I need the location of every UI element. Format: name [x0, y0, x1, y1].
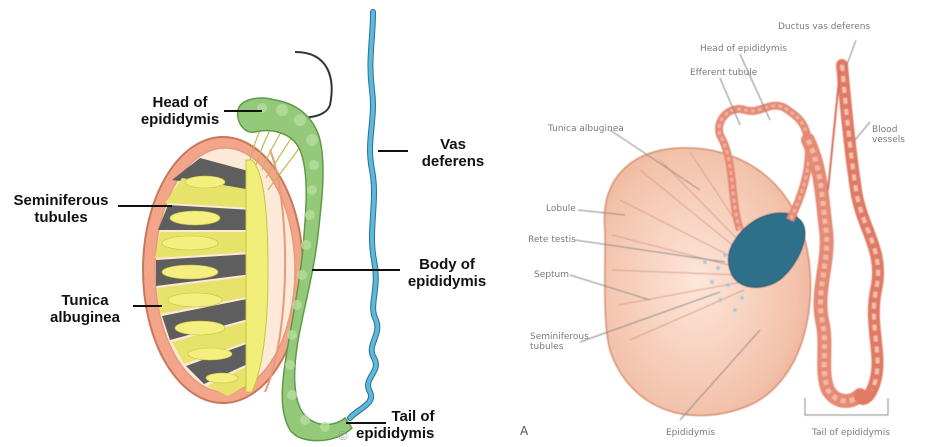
label-right-tunica: Tunica albuginea: [548, 124, 624, 134]
label-tail-of-line1: Tail of: [376, 408, 450, 425]
label-right-seminiferous: Seminiferous tubules: [530, 332, 589, 352]
label-tunica-albuginea: Tunica albuginea: [34, 292, 136, 326]
left-diagram: [118, 12, 408, 441]
panel-letter: A: [520, 424, 528, 438]
right-ductus-shape: [842, 65, 878, 399]
label-rete-testis: Rete testis: [528, 235, 576, 245]
label-epididymis: Epididymis: [666, 428, 715, 438]
label-seminiferous-tubules: Seminiferous tubules: [0, 192, 122, 226]
label-tail-of-line2: epididymis: [356, 425, 456, 442]
label-vas-deferens: Vas deferens: [408, 136, 498, 170]
label-body-of-epididymis: Body of epididymis: [395, 256, 499, 290]
label-ductus-deferens: Ductus vas deferens: [778, 22, 870, 32]
right-diagram: [570, 40, 888, 420]
label-head-of-epididymis: Head of epididymis: [120, 94, 240, 128]
label-lobule: Lobule: [546, 204, 576, 214]
right-testis-shape: [604, 148, 810, 416]
label-efferent-tubule: Efferent tubule: [690, 68, 757, 78]
label-right-head-epididymis: Head of epididymis: [700, 44, 787, 54]
label-septum: Septum: [534, 270, 569, 280]
label-tail-of-epididymis-right: Tail of epididymis: [812, 428, 890, 438]
right-vessel-shape: [828, 70, 840, 190]
label-blood-vessels: Blood vessels: [872, 125, 905, 145]
watermark-copyright: ©: [338, 428, 348, 443]
